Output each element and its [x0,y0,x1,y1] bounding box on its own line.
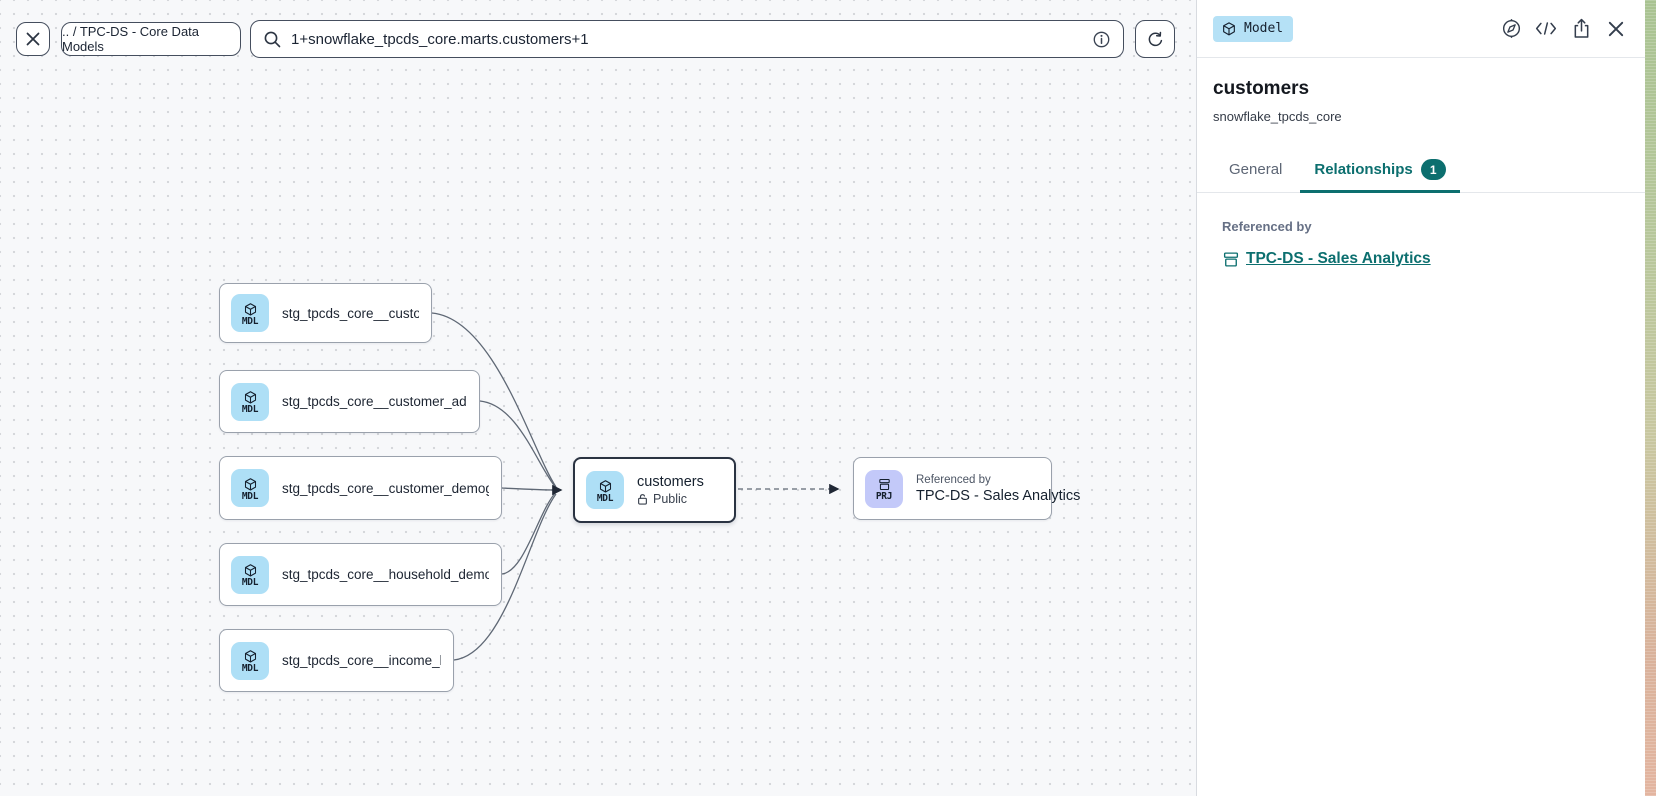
model-icon: MDL [231,382,269,421]
refresh-lineage-button[interactable] [1135,20,1175,58]
node-customers-selected[interactable]: MDL customers Public [573,457,736,523]
panel-header: Model [1197,0,1645,58]
model-cube-icon [1223,21,1235,35]
model-icon: MDL [231,294,269,332]
panel-title: customers [1213,78,1310,99]
node-title: customers [637,474,704,490]
node-label: stg_tpcds_core__customer [282,305,419,321]
access-row: Public [637,492,704,506]
compass-icon [1502,19,1520,38]
edges-layer [431,312,840,661]
node-stg-tpcds-core-household-demographics[interactable]: MDL stg_tpcds_core__household_demogr... [219,543,502,606]
model-icon: MDL [586,471,624,509]
lineage-search[interactable] [250,20,1124,58]
node-stg-tpcds-core-customer-demographics[interactable]: MDL stg_tpcds_core__customer_demogra... [219,456,502,520]
node-label: stg_tpcds_core__household_demogr... [282,567,489,582]
close-icon [1608,21,1624,36]
panel-subtitle: snowflake_tpcds_core [1213,109,1342,124]
project-icon: PRJ [865,469,903,508]
close-lineage-button[interactable] [16,22,50,56]
referenced-by-label: Referenced by [1222,219,1312,234]
referenced-project-link[interactable]: TPC-DS - Sales Analytics [1246,250,1431,267]
project-archive-icon [1223,251,1239,267]
relationships-count-badge: 1 [1420,159,1446,180]
model-icon: MDL [231,469,269,507]
lock-open-icon [638,494,647,505]
node-stg-tpcds-core-customer[interactable]: MDL stg_tpcds_core__customer [219,283,432,343]
node-eyebrow: Referenced by [916,473,991,486]
model-icon: MDL [231,555,269,594]
referenced-by-item[interactable]: TPC-DS - Sales Analytics [1222,250,1621,268]
explore-lineage-button[interactable] [1500,18,1522,40]
tab-relationships[interactable]: Relationships 1 [1300,148,1461,193]
node-stg-tpcds-core-customer-address[interactable]: MDL stg_tpcds_core__customer_address [219,370,480,433]
node-label: stg_tpcds_core__customer_demogra... [282,480,489,496]
node-label: stg_tpcds_core__income_band [282,653,441,668]
desktop-wallpaper-sliver [1645,0,1656,796]
share-button[interactable] [1570,18,1592,40]
panel-tabs: General Relationships 1 [1197,148,1645,193]
code-icon [1535,22,1557,35]
tab-general[interactable]: General [1229,161,1283,178]
breadcrumb-label: .. / TPC-DS - Core Data Models [62,24,200,54]
details-panel: Model [1196,0,1645,796]
close-panel-button[interactable] [1605,18,1627,40]
model-icon: MDL [231,641,269,680]
node-title: TPC-DS - Sales Analytics [916,487,1081,504]
resource-type-badge: Model [1213,15,1294,42]
breadcrumb[interactable]: .. / TPC-DS - Core Data Models [61,22,241,56]
node-label: stg_tpcds_core__customer_address [282,394,467,409]
node-stg-tpcds-core-income-band[interactable]: MDL stg_tpcds_core__income_band [219,629,454,692]
refresh-icon [1148,31,1162,46]
lineage-canvas[interactable]: .. / TPC-DS - Core Data Models MDL stg_t… [0,0,1196,796]
info-icon[interactable] [1092,30,1111,49]
search-icon [264,31,281,48]
view-code-button[interactable] [1535,18,1557,40]
search-input[interactable] [251,21,1123,57]
node-tpcds-sales-analytics[interactable]: PRJ Referenced by TPC-DS - Sales Analyti… [853,457,1081,520]
close-icon [26,32,40,46]
share-icon [1574,18,1588,38]
